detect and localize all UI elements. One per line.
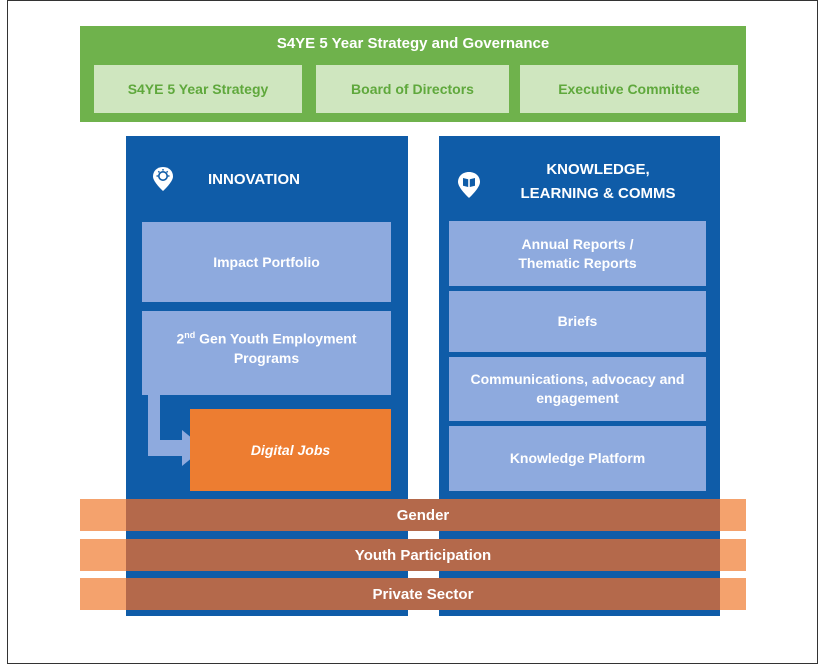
briefs-box: Briefs <box>449 291 706 352</box>
knowledge-heading-line2: LEARNING & COMMS <box>520 185 676 202</box>
lightbulb-icon <box>151 165 175 193</box>
innovation-heading: INNOVATION <box>208 171 300 188</box>
second-gen-programs-box: 2nd Gen Youth Employment Programs <box>142 311 391 395</box>
impact-portfolio-box: Impact Portfolio <box>142 222 391 302</box>
governance-item-board: Board of Directors <box>316 65 509 113</box>
private-sector-label: Private Sector <box>126 578 720 610</box>
knowledge-platform-box: Knowledge Platform <box>449 426 706 491</box>
digital-jobs-box: Digital Jobs <box>190 409 391 491</box>
governance-title: S4YE 5 Year Strategy and Governance <box>276 34 550 52</box>
governance-item-strategy: S4YE 5 Year Strategy <box>94 65 302 113</box>
youth-participation-label: Youth Participation <box>126 539 720 571</box>
knowledge-heading: KNOWLEDGE, LEARNING & COMMS <box>488 158 708 206</box>
gender-label: Gender <box>126 499 720 531</box>
annual-reports-box: Annual Reports / Thematic Reports <box>449 221 706 286</box>
governance-item-executive: Executive Committee <box>520 65 738 113</box>
book-icon <box>456 170 482 200</box>
second-gen-programs-label: 2nd Gen Youth Employment Programs <box>176 330 357 366</box>
knowledge-heading-line1: KNOWLEDGE, <box>546 161 650 178</box>
communications-box: Communications, advocacy and engagement <box>449 357 706 421</box>
